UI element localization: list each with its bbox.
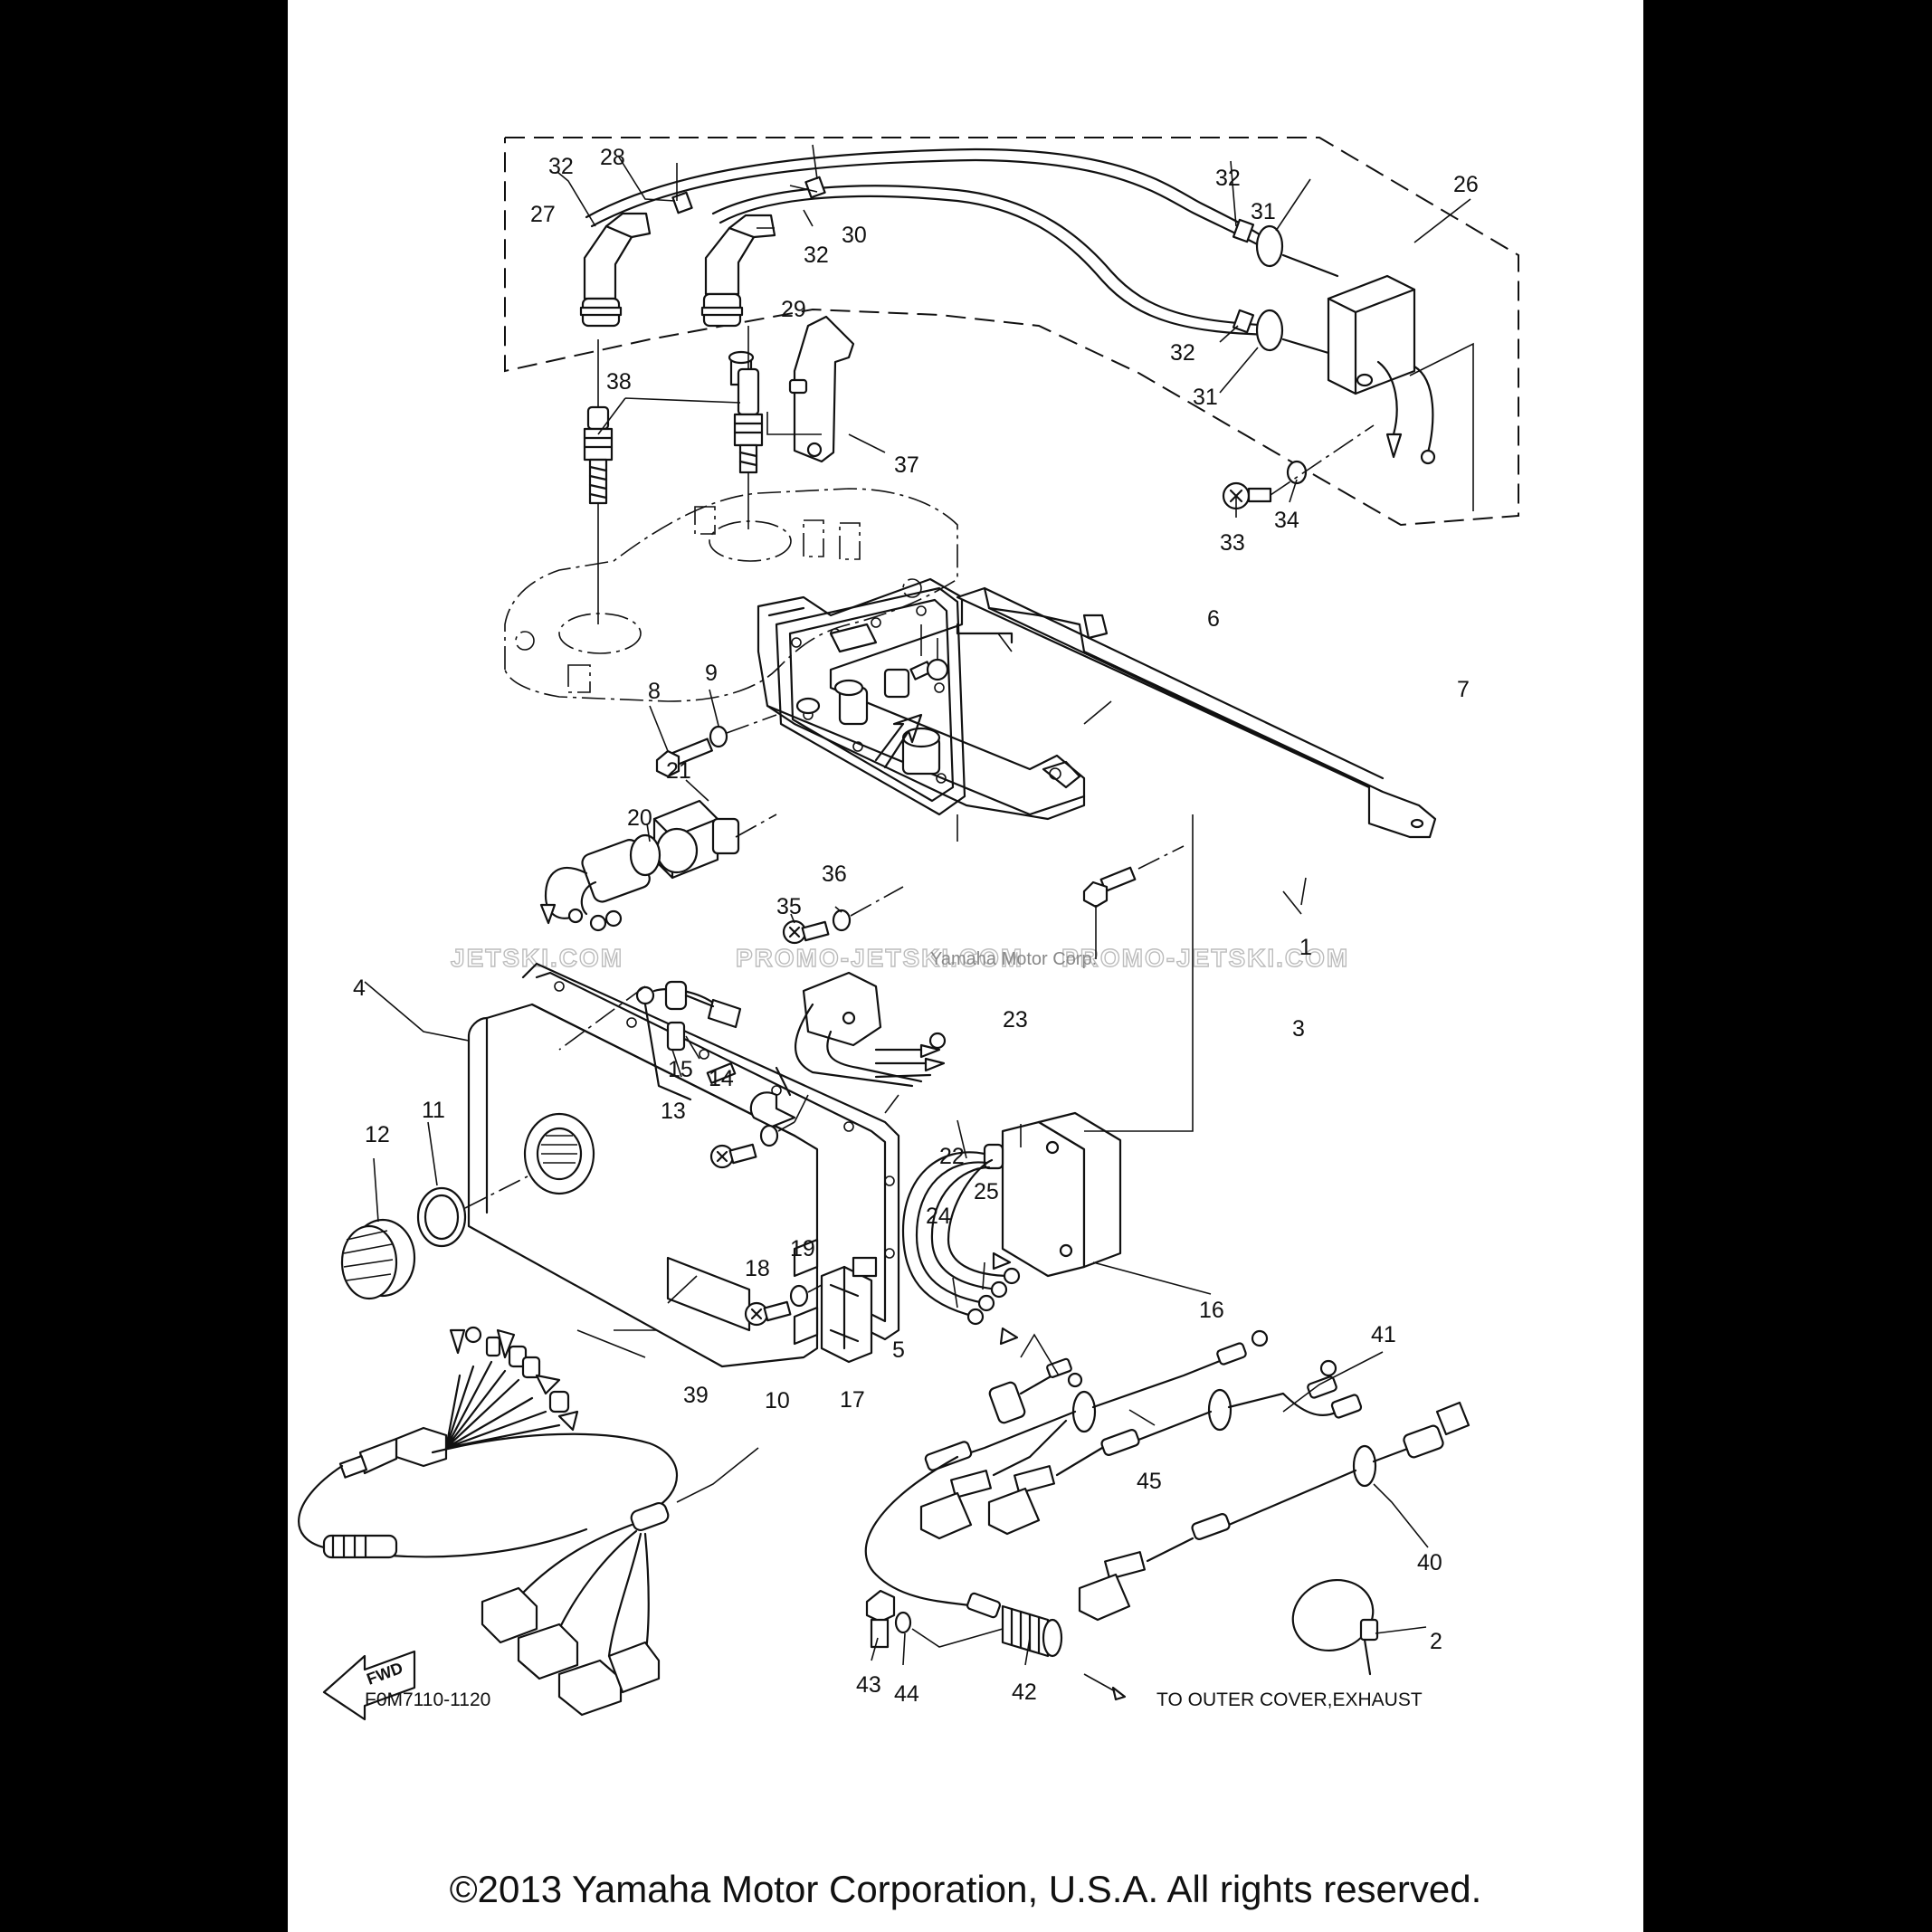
part-label-25: 25 — [974, 1179, 999, 1204]
part-label-38: 38 — [606, 369, 632, 395]
spark-plugs-38 — [583, 326, 764, 505]
part-label-2: 2 — [1430, 1629, 1442, 1654]
part-label-28: 28 — [600, 145, 625, 170]
part-label-11: 11 — [422, 1098, 445, 1123]
cylinder-head-outline — [504, 472, 958, 702]
part-label-32-b: 32 — [804, 243, 829, 268]
watermark-left: JETSKI.COM — [451, 944, 623, 972]
part-label-8: 8 — [648, 679, 661, 704]
part-label-33: 33 — [1220, 530, 1245, 556]
holder-17-screw-18-washer-19 — [744, 1256, 878, 1364]
part-label-9: 9 — [705, 661, 718, 686]
part-label-37: 37 — [894, 452, 919, 478]
part-label-35: 35 — [776, 894, 802, 919]
drawing-number: F0M7110-1120 — [365, 1689, 490, 1710]
leader-lines — [364, 144, 1471, 1666]
part-label-43: 43 — [856, 1672, 881, 1698]
wire-harness-39 — [298, 1326, 679, 1717]
part-label-21: 21 — [666, 758, 691, 784]
electrical-box-base-3 — [757, 577, 1086, 842]
rectifier-22 — [794, 971, 947, 1123]
watermark-center: Yamaha Motor Corp. — [930, 949, 1097, 969]
watermark-right: PROMO-JETSKI.COM — [1061, 944, 1349, 972]
part-label-22: 22 — [939, 1144, 965, 1169]
clamp-23-screw-24-washer-25 — [709, 1066, 796, 1169]
part-label-39: 39 — [683, 1383, 709, 1408]
part-label-36: 36 — [822, 861, 847, 887]
bolt-1 — [1082, 845, 1185, 909]
part-label-23: 23 — [1003, 1007, 1028, 1033]
part-label-31-upper: 31 — [1251, 199, 1276, 224]
part-label-1: 1 — [1299, 935, 1312, 960]
mounting-bracket-7 — [920, 586, 1437, 839]
part-label-20: 20 — [627, 805, 652, 831]
screw-6 — [909, 638, 949, 681]
part-label-17: 17 — [840, 1387, 865, 1413]
part-label-32-c: 32 — [1215, 166, 1241, 191]
part-label-44: 44 — [894, 1681, 919, 1707]
exploded-parts-diagram: JETSKI.COM PROMO-JETSKI.COM PROMO-JETSKI… — [298, 137, 1519, 1721]
exhaust-note: TO OUTER COVER,EXHAUST — [1156, 1689, 1423, 1710]
fuse-holder-13-15 — [558, 980, 742, 1101]
part-label-7: 7 — [1457, 677, 1470, 702]
forward-arrow: FWD — [322, 1650, 416, 1721]
electrical-cover-4 — [467, 1003, 819, 1368]
part-label-27: 27 — [530, 202, 556, 227]
part-label-45: 45 — [1137, 1469, 1162, 1494]
part-label-32-a: 32 — [548, 154, 574, 179]
part-label-10: 10 — [765, 1388, 790, 1413]
part-label-13: 13 — [661, 1099, 686, 1124]
part-label-16: 16 — [1199, 1298, 1224, 1323]
switches-20-21 — [539, 799, 777, 932]
cdi-unit-16 — [901, 814, 1194, 1346]
screw-35-washer-36 — [782, 886, 904, 945]
part-label-34: 34 — [1274, 508, 1299, 533]
part-label-14: 14 — [709, 1066, 734, 1091]
watermark-middle: PROMO-JETSKI.COM — [736, 944, 1023, 972]
part-label-19: 19 — [790, 1236, 815, 1261]
diagram-sheet: JETSKI.COM PROMO-JETSKI.COM PROMO-JETSKI… — [288, 0, 1643, 1932]
watermark-row: JETSKI.COM PROMO-JETSKI.COM PROMO-JETSKI… — [450, 943, 1349, 972]
ignition-coil-group — [504, 137, 1519, 527]
sensor-42-bolt-43-washer-44 — [864, 1455, 1127, 1701]
part-label-26: 26 — [1453, 172, 1479, 197]
part-label-18: 18 — [745, 1256, 770, 1281]
part-label-6: 6 — [1207, 606, 1220, 632]
part-label-31-lower: 31 — [1193, 385, 1218, 410]
cap-12-oring-11 — [340, 1175, 528, 1300]
copyright-notice: ©2013 Yamaha Motor Corporation, U.S.A. A… — [449, 1868, 1482, 1910]
part-number-labels: 1 2 3 4 5 6 7 8 9 10 11 12 13 14 15 16 1… — [353, 145, 1479, 1707]
part-label-32-d: 32 — [1170, 340, 1195, 366]
part-label-41: 41 — [1371, 1322, 1396, 1347]
part-label-40: 40 — [1417, 1550, 1442, 1575]
part-label-29: 29 — [781, 297, 806, 322]
part-label-12: 12 — [365, 1122, 390, 1147]
part-label-42: 42 — [1012, 1680, 1037, 1705]
sensor-leads-40-41-45 — [919, 1329, 1470, 1622]
part-label-3: 3 — [1292, 1016, 1305, 1042]
part-label-15: 15 — [668, 1057, 693, 1082]
cable-tie-2 — [1291, 1579, 1379, 1676]
part-label-30: 30 — [842, 223, 867, 248]
part-label-4: 4 — [353, 976, 366, 1001]
part-label-24: 24 — [926, 1204, 951, 1229]
part-label-5: 5 — [892, 1337, 905, 1363]
bolt-8-washer-9 — [655, 714, 777, 778]
